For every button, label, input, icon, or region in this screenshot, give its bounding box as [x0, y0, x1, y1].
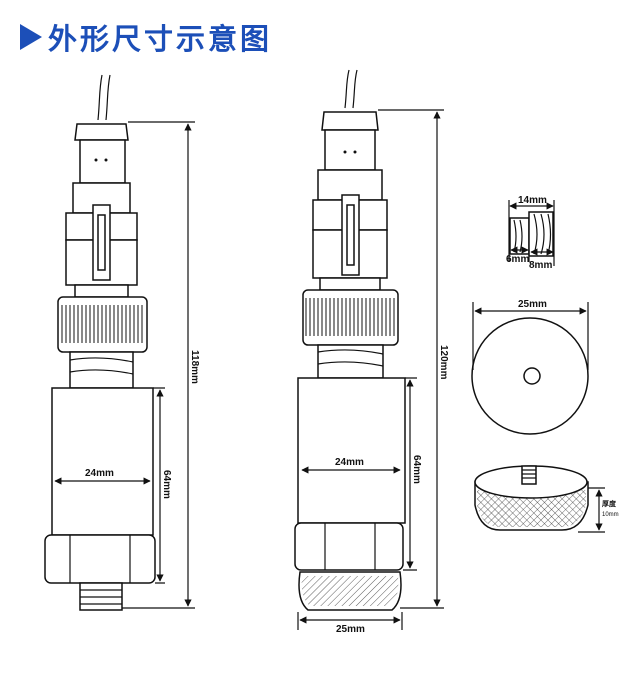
thread-large-label: 8mm: [529, 260, 552, 271]
thread-detail: 14mm 6mm 8mm: [506, 195, 555, 271]
thread-small-label: 6mm: [506, 254, 529, 265]
left-sensor: 24mm 118mm 64mm: [44, 74, 200, 611]
disc-diameter-label: 25mm: [518, 299, 547, 310]
left-width-label: 24mm: [85, 468, 114, 479]
thread-total-label: 14mm: [518, 195, 547, 206]
disc-top-view: 25mm: [471, 299, 589, 435]
title-text: 外形尺寸示意图: [48, 22, 273, 56]
left-total-height-label: 118mm: [189, 350, 200, 384]
center-total-height-label: 120mm: [438, 345, 449, 380]
thickness-caption: 厚度: [602, 499, 617, 508]
center-body-height-label: 64mm: [411, 455, 422, 484]
thickness-value: 10mm: [602, 512, 619, 518]
center-width-label: 24mm: [335, 457, 364, 468]
left-body-height-label: 64mm: [161, 470, 172, 499]
triangle-bullet-icon: [20, 24, 42, 50]
center-sensor: 24mm 25mm 120mm 64mm: [294, 69, 449, 635]
section-title: 外形尺寸示意图: [20, 16, 272, 58]
disc-side-view: 厚度 10mm: [474, 465, 619, 533]
center-base-width-label: 25mm: [336, 624, 365, 635]
